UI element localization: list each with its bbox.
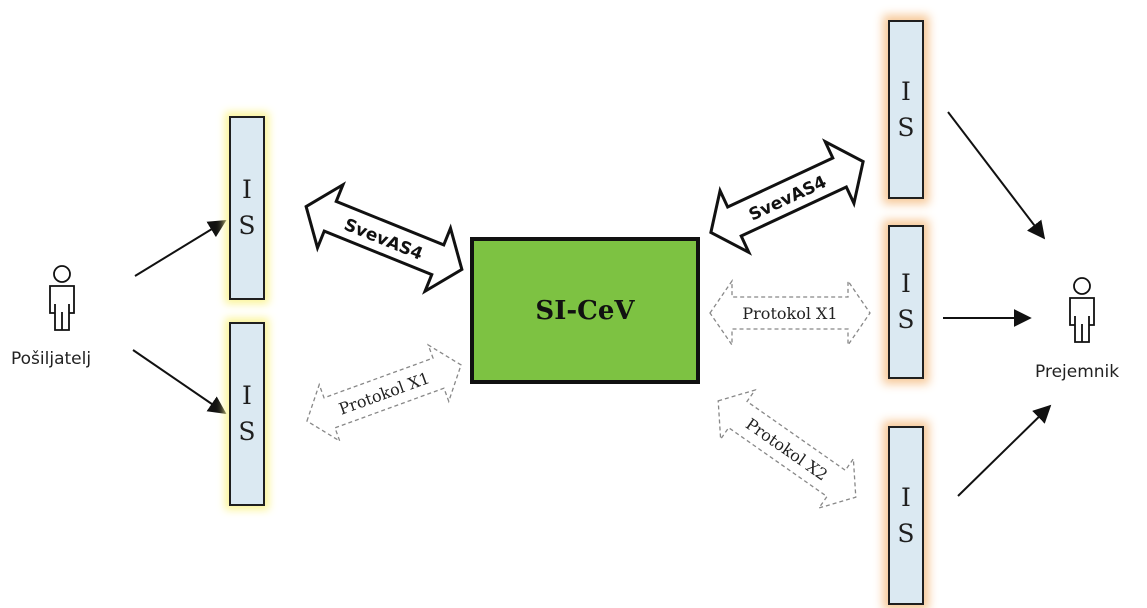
is-label-line1: I: [901, 482, 911, 512]
sender-arrow-bottom: [132, 349, 227, 415]
is-box-receiver-middle: I S: [888, 225, 924, 379]
is-label-line2: S: [897, 112, 915, 142]
receiver-arrow-top: [947, 111, 1046, 240]
svevas4-arrow-left: SvevAS4: [304, 181, 464, 295]
si-cev-label: SI-CeV: [535, 295, 635, 326]
is-box-sender-top: I S: [229, 116, 265, 300]
receiver-person-icon: [1069, 277, 1095, 343]
protokol-x2-arrow-right: Protokol X2: [717, 388, 857, 510]
protokol-x1-arrow-left: Protokol X1: [306, 343, 462, 443]
svevas4-arrow-right: SvevAS4: [709, 138, 865, 256]
sender-arrow-top: [134, 220, 227, 277]
is-label-line1: I: [242, 381, 252, 410]
is-label-line2: S: [238, 211, 256, 240]
is-label-line1: I: [901, 269, 911, 298]
is-label-line1: I: [901, 76, 911, 106]
sender-person-icon: [49, 265, 75, 331]
receiver-arrow-bottom: [957, 404, 1052, 497]
is-label-line2: S: [238, 417, 256, 446]
protokol-x1-right-label: Protokol X1: [742, 304, 837, 323]
protokol-x1-arrow-right: Protokol X1: [709, 278, 871, 348]
is-box-receiver-bottom: I S: [888, 426, 924, 605]
is-box-receiver-top: I S: [888, 20, 924, 199]
is-label-line1: I: [242, 175, 252, 204]
is-label-line2: S: [897, 305, 915, 334]
sender-label: Pošiljatelj: [11, 349, 92, 369]
is-label-line2: S: [897, 518, 915, 548]
receiver-label: Prejemnik: [1035, 362, 1120, 382]
protokol-x2-right-label: Protokol X2: [742, 414, 831, 484]
is-box-sender-bottom: I S: [229, 322, 265, 506]
si-cev-box: SI-CeV: [470, 237, 700, 384]
